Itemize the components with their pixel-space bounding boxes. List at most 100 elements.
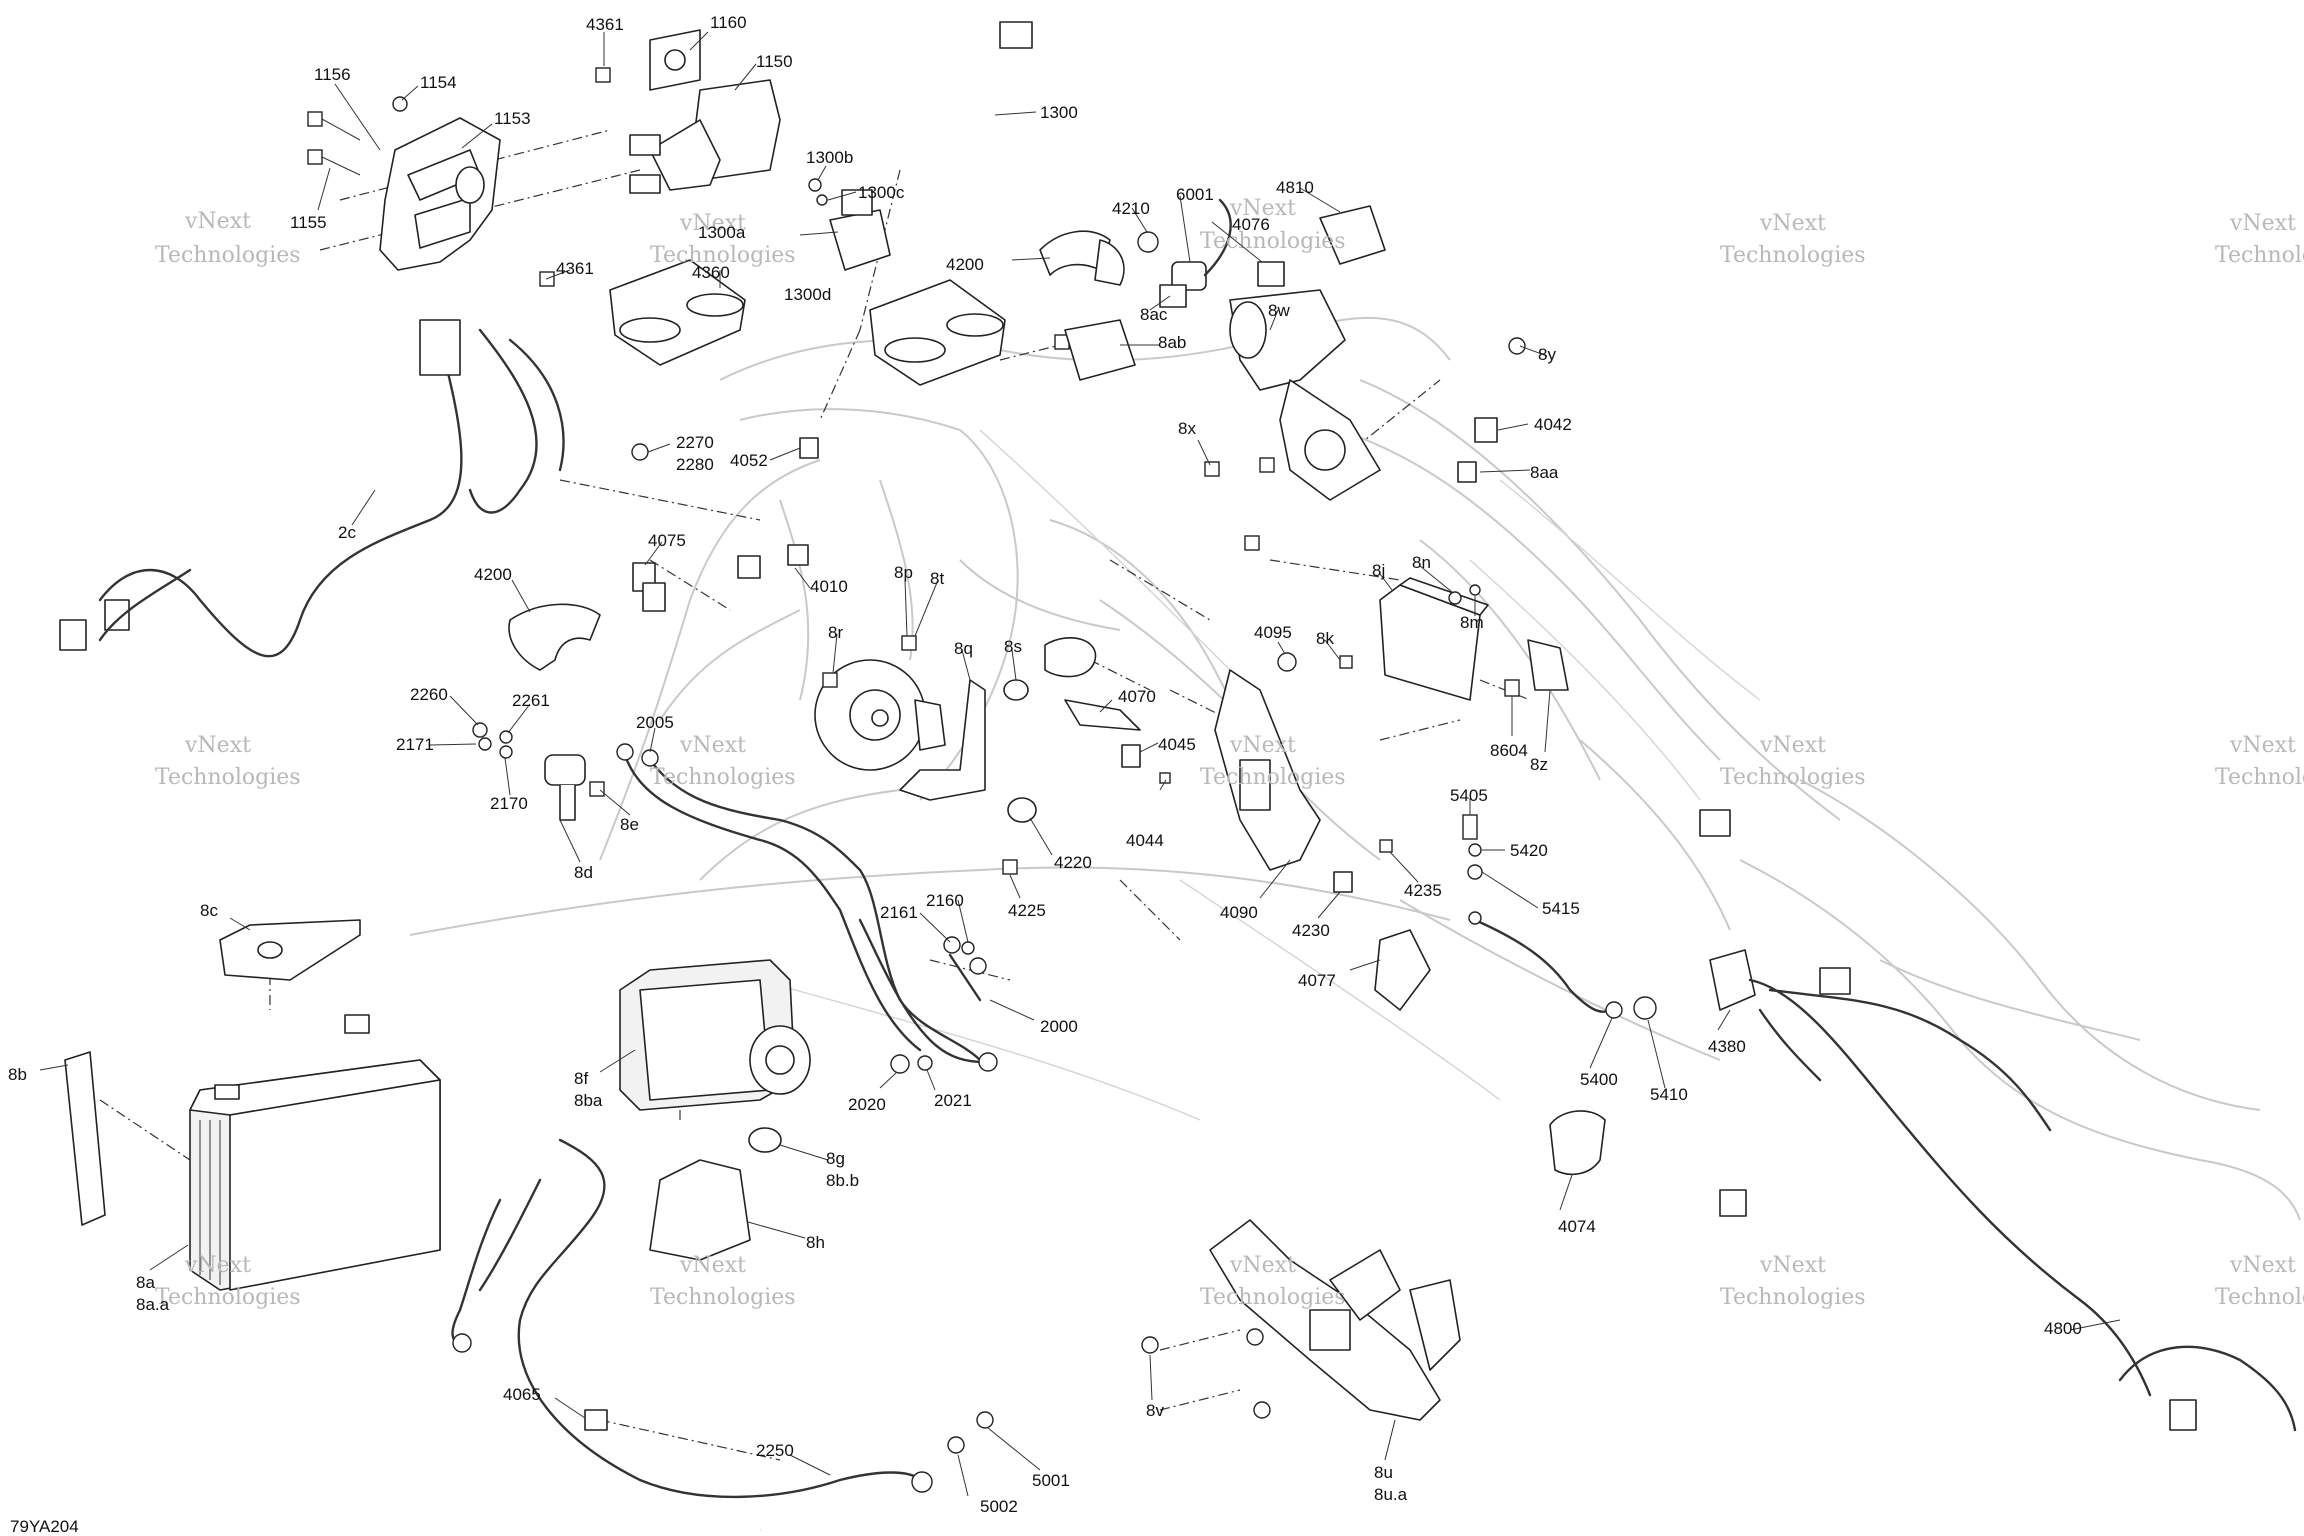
callout-8g: 8g	[826, 1149, 845, 1168]
callout-2160: 2160	[926, 891, 964, 910]
abs-module-8f	[619, 959, 811, 1111]
callout-8ab: 8ab	[1158, 333, 1186, 352]
watermark-line1: vNext	[1229, 733, 1296, 758]
callout-8s: 8s	[1004, 637, 1022, 656]
watermark-line2: Technologies	[650, 243, 796, 268]
nut-8n	[1448, 591, 1462, 605]
callout-4076: 4076	[1232, 215, 1270, 234]
connector-1300	[999, 21, 1033, 49]
callout-2020: 2020	[848, 1095, 886, 1114]
callout-1155: 1155	[290, 213, 327, 232]
callout-8604: 8604	[1490, 741, 1528, 760]
callout-1300: 1300	[1040, 103, 1078, 122]
grommet-8g	[748, 1127, 782, 1153]
diagram-code: 79YA204	[10, 1517, 79, 1536]
callout-8e: 8e	[620, 815, 639, 834]
leader-lines	[39, 31, 2121, 1497]
callout-1300a: 1300a	[698, 223, 746, 242]
relay-box-4810	[1319, 205, 1386, 265]
watermark-line2: Technologies	[1200, 1285, 1346, 1310]
callout-5415: 5415	[1542, 899, 1580, 918]
cable-2005	[616, 743, 982, 1062]
callout-4095: 4095	[1254, 623, 1292, 642]
ground-cable-5400	[1468, 911, 1623, 1019]
callout-8bb: 8b.b	[826, 1171, 859, 1190]
fastener-4044	[1159, 772, 1171, 784]
star-washer-5410	[1633, 996, 1657, 1020]
bracket-4200-top	[1039, 230, 1125, 286]
watermark-line2: Technologies	[155, 765, 301, 790]
watermark-line1: vNext	[2229, 211, 2296, 236]
watermark-line2: Technologies	[2215, 243, 2304, 268]
callout-8c: 8c	[200, 901, 218, 920]
callout-8w: 8w	[1268, 301, 1290, 320]
callout-4074: 4074	[1558, 1217, 1596, 1236]
cover-4070	[1064, 699, 1141, 731]
watermark-line2: Technologies	[1720, 243, 1866, 268]
bolts-8x	[1204, 457, 1275, 551]
callout-4070: 4070	[1118, 687, 1156, 706]
callout-2161: 2161	[880, 903, 918, 922]
watermark-line2: Technologies	[2215, 765, 2304, 790]
watermark: vNext Technologies vNext Technologies vN…	[155, 196, 2304, 1310]
callout-8y: 8y	[1538, 345, 1556, 364]
watermark-line1: vNext	[679, 733, 746, 758]
callout-8q: 8q	[954, 639, 973, 658]
callout-1160: 1160	[710, 13, 747, 32]
callout-4230: 4230	[1292, 921, 1330, 940]
connector-8aa	[1457, 461, 1477, 483]
connector-8z	[1527, 639, 1569, 691]
fastener-8k	[1339, 655, 1353, 669]
callout-8t: 8t	[930, 569, 944, 588]
callout-4045: 4045	[1158, 735, 1196, 754]
callout-8aa: 8aa	[1530, 463, 1559, 482]
watermark-line2: Technologies	[1720, 1285, 1866, 1310]
callout-4065: 4065	[503, 1385, 541, 1404]
callout-4200-top: 4200	[946, 255, 984, 274]
bolt-1155	[307, 149, 361, 176]
washer-5420	[1468, 843, 1482, 857]
connector-4042	[1474, 417, 1498, 443]
fastener-4225	[1002, 859, 1018, 875]
callout-4810: 4810	[1276, 178, 1314, 197]
bolt-4361-top	[595, 67, 611, 83]
nut-5002	[947, 1436, 965, 1454]
callout-4225: 4225	[1008, 901, 1046, 920]
battery-8a	[189, 1014, 441, 1291]
callout-5400: 5400	[1580, 1070, 1618, 1089]
nut-1154	[392, 96, 408, 112]
callout-8h: 8h	[806, 1233, 825, 1252]
harness-2250	[451, 1138, 933, 1499]
fastener-4235	[1379, 839, 1393, 853]
harness-2c	[59, 319, 565, 658]
clamp-4074	[1549, 1110, 1606, 1176]
callout-8a: 8a	[136, 1273, 155, 1292]
callout-4220: 4220	[1054, 853, 1092, 872]
callout-4235: 4235	[1404, 881, 1442, 900]
callout-8n: 8n	[1412, 553, 1431, 572]
nuts-2160-2161	[943, 936, 975, 955]
connector-4380	[1709, 949, 1756, 1011]
callout-4077: 4077	[1298, 971, 1336, 990]
actuator-motor-8w	[1229, 289, 1381, 501]
bolt-1300b	[808, 178, 822, 192]
callout-8r: 8r	[828, 623, 843, 642]
clip-4230	[1333, 871, 1353, 893]
bolt-5405	[1462, 814, 1478, 840]
callout-2280: 2280	[676, 455, 714, 474]
cable-2000	[858, 918, 998, 1072]
callout-5405: 5405	[1450, 786, 1488, 805]
watermark-line1: vNext	[184, 209, 251, 234]
clip-4077	[1374, 929, 1431, 1011]
callout-4010: 4010	[810, 577, 848, 596]
callout-2261: 2261	[512, 691, 550, 710]
connector-4075	[632, 562, 666, 612]
callout-8d: 8d	[574, 863, 593, 882]
callout-4044: 4044	[1126, 831, 1164, 850]
harness-4800	[1699, 809, 2297, 1432]
callout-8k: 8k	[1316, 629, 1334, 648]
watermark-line2: Technologies	[2215, 1285, 2304, 1310]
grommet-8s	[1003, 679, 1029, 701]
callout-2005: 2005	[636, 713, 674, 732]
callout-2260: 2260	[410, 685, 448, 704]
